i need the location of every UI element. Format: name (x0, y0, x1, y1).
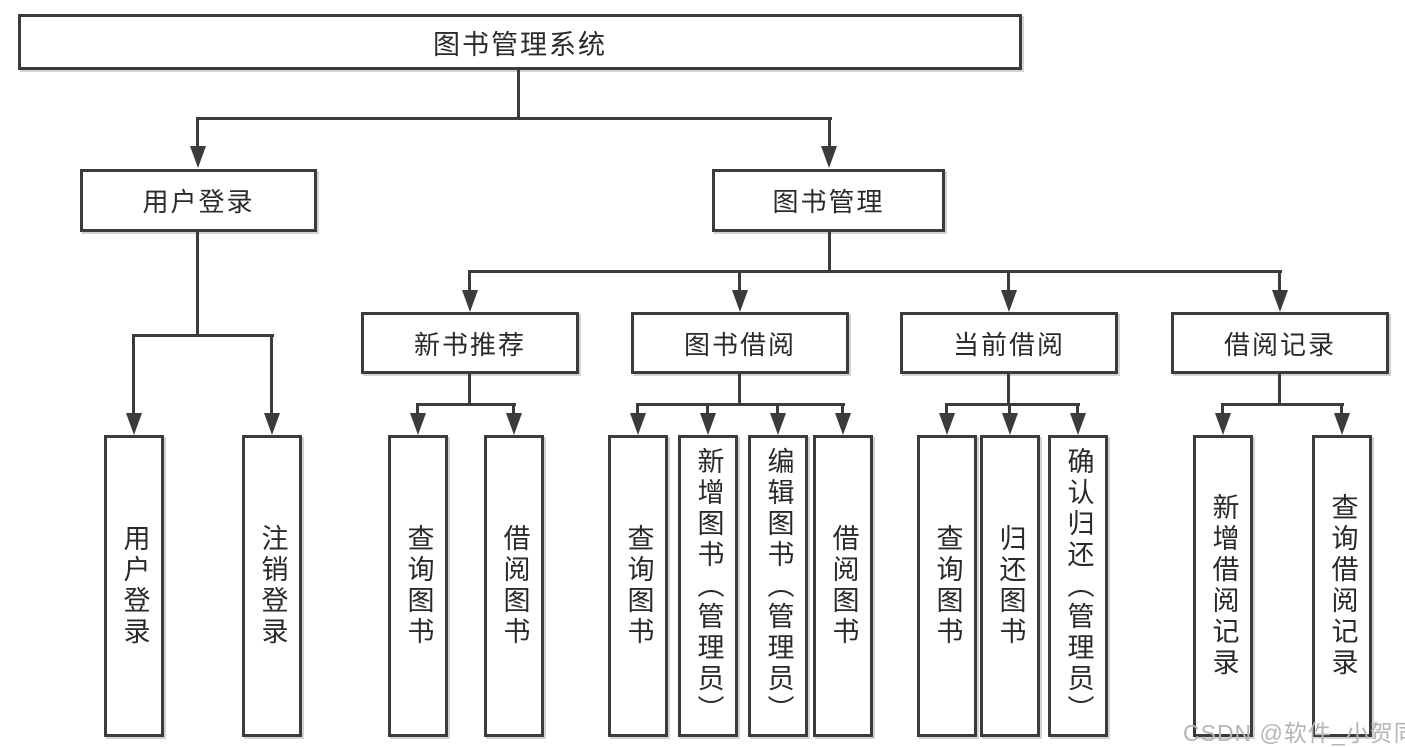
node-current-borrow: 当前借阅 (900, 312, 1118, 374)
connector-user-login-stem (196, 232, 199, 336)
connector-drop-leaf (945, 403, 948, 415)
arrow-down-icon (939, 413, 955, 435)
arrow-down-icon (1215, 413, 1231, 435)
leaf-add-books-admin: 新增图书（管理员） (678, 435, 738, 737)
connector-drop-new-rec (468, 270, 471, 292)
connector-book-mgmt-stem (828, 232, 831, 273)
connector-drop-leaf (512, 403, 515, 415)
connector-new-rec-bar (416, 403, 516, 406)
connector-drop-logout-leaf (270, 334, 273, 415)
csdn-watermark: CSDN @软件_小贺同学 (1183, 720, 1405, 746)
connector-book-borrow-bar (636, 403, 845, 406)
arrow-down-icon (1001, 290, 1017, 312)
arrow-down-icon (821, 146, 837, 168)
leaf-label: 新增图书（管理员） (693, 446, 724, 726)
arrow-down-icon (506, 413, 522, 435)
leaf-label: 用户登录 (119, 524, 150, 648)
connector-borrow-records-stem (1278, 374, 1281, 406)
leaf-borrow-books-newrec: 借阅图书 (484, 435, 544, 737)
connector-user-login-bar (132, 334, 274, 337)
connector-drop-borrow-records (1278, 270, 1281, 292)
connector-book-mgmt-bar (468, 270, 1282, 273)
node-borrow-records: 借阅记录 (1171, 312, 1389, 374)
connector-drop-leaf (416, 403, 419, 415)
connector-drop-book-mgmt (828, 117, 831, 148)
leaf-logout: 注销登录 (242, 435, 302, 737)
node-root: 图书管理系统 (18, 14, 1022, 70)
connector-book-borrow-stem (738, 374, 741, 406)
connector-drop-current-borrow (1007, 270, 1010, 292)
arrow-down-icon (462, 290, 478, 312)
connector-current-borrow-bar (945, 403, 1080, 406)
connector-drop-leaf (636, 403, 639, 415)
leaf-label: 查询图书 (623, 524, 654, 648)
node-book-borrow: 图书借阅 (631, 312, 849, 374)
connector-drop-login-leaf (132, 334, 135, 415)
arrow-down-icon (126, 413, 142, 435)
arrow-down-icon (1070, 413, 1086, 435)
leaf-user-login: 用户登录 (104, 435, 164, 737)
leaf-query-books-newrec: 查询图书 (388, 435, 448, 737)
leaf-query-books-current: 查询图书 (917, 435, 977, 737)
arrow-down-icon (732, 290, 748, 312)
connector-drop-leaf (1340, 403, 1343, 415)
connector-drop-leaf (776, 403, 779, 415)
node-user-login: 用户登录 (80, 169, 317, 232)
leaf-label: 注销登录 (257, 524, 288, 648)
leaf-edit-books-admin: 编辑图书（管理员） (748, 435, 808, 737)
leaf-label: 查询图书 (932, 524, 963, 648)
connector-new-rec-stem (468, 374, 471, 406)
connector-borrow-records-bar (1221, 403, 1344, 406)
leaf-label: 归还图书 (995, 524, 1026, 648)
arrow-down-icon (1272, 290, 1288, 312)
connector-drop-leaf (841, 403, 844, 415)
connector-drop-user-login (196, 117, 199, 148)
arrow-down-icon (700, 413, 716, 435)
connector-root-bar (196, 117, 832, 120)
arrow-down-icon (1002, 413, 1018, 435)
connector-drop-book-borrow (738, 270, 741, 292)
arrow-down-icon (630, 413, 646, 435)
connector-root-stem (517, 70, 520, 120)
connector-drop-leaf (1076, 403, 1079, 415)
arrow-down-icon (770, 413, 786, 435)
connector-drop-leaf (706, 403, 709, 415)
connector-current-borrow-stem (1007, 374, 1010, 406)
leaf-add-borrow-record: 新增借阅记录 (1193, 435, 1253, 737)
leaf-confirm-return-admin: 确认归还（管理员） (1048, 435, 1108, 737)
leaf-query-books-borrow: 查询图书 (608, 435, 668, 737)
arrow-down-icon (835, 413, 851, 435)
node-book-mgmt: 图书管理 (712, 169, 945, 232)
node-new-book-rec: 新书推荐 (361, 312, 579, 374)
leaf-label: 查询借阅记录 (1327, 493, 1358, 679)
leaf-label: 借阅图书 (828, 524, 859, 648)
arrow-down-icon (264, 413, 280, 435)
leaf-return-books: 归还图书 (980, 435, 1040, 737)
leaf-query-borrow-record: 查询借阅记录 (1312, 435, 1372, 737)
leaf-label: 借阅图书 (499, 524, 530, 648)
arrow-down-icon (410, 413, 426, 435)
leaf-label: 新增借阅记录 (1208, 493, 1239, 679)
leaf-label: 编辑图书（管理员） (763, 446, 794, 726)
arrow-down-icon (1334, 413, 1350, 435)
arrow-down-icon (190, 146, 206, 168)
connector-drop-leaf (1221, 403, 1224, 415)
leaf-label: 查询图书 (403, 524, 434, 648)
leaf-label: 确认归还（管理员） (1063, 446, 1094, 726)
leaf-borrow-books: 借阅图书 (813, 435, 873, 737)
connector-drop-leaf (1008, 403, 1011, 415)
